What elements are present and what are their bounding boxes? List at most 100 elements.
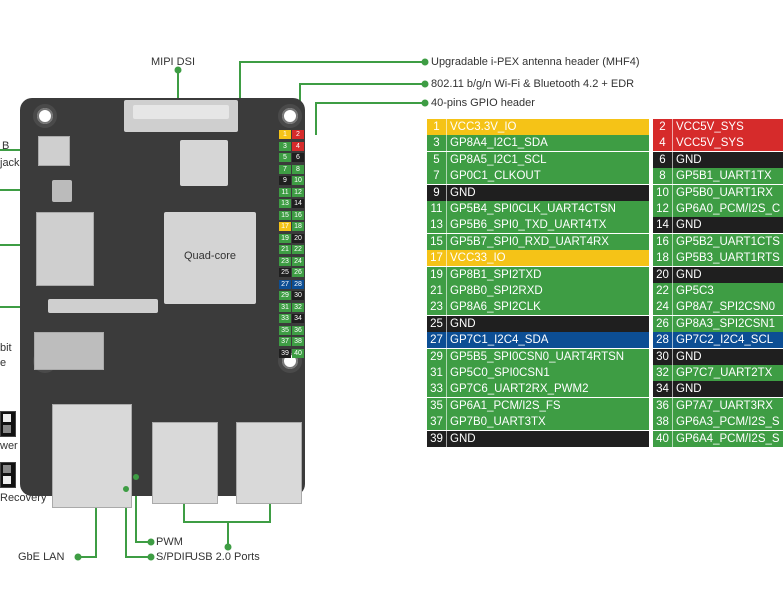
pin-number: 33 [430, 383, 443, 396]
pin-separator [672, 332, 673, 349]
gbe-lan-label: GbE LAN [18, 551, 65, 563]
wifi-module [180, 140, 228, 186]
pin-name: GP5B7_SPI0_RXD_UART4RX [450, 235, 609, 248]
jumper-header [52, 180, 72, 202]
spdif-pad [123, 486, 129, 492]
recovery-switch [0, 462, 16, 488]
header-pin: 5 [279, 153, 291, 162]
cpu-chip: Quad-core [164, 212, 256, 304]
pin-name: GND [450, 317, 476, 330]
header-pin: 37 [279, 337, 291, 346]
pin-name: GP8B0_SPI2RXD [450, 285, 543, 297]
header-pin: 17 [279, 222, 291, 231]
pin-number: 22 [656, 285, 669, 297]
mount-hole [278, 104, 302, 128]
pin-name: GP8B1_SPI2TXD [450, 268, 542, 281]
pin-number: 25 [430, 317, 443, 330]
pwm-label: PWM [156, 536, 183, 548]
pin-separator [446, 348, 447, 365]
pin-name: GP8A5_I2C1_SCL [450, 153, 547, 166]
header-pin: 27 [279, 279, 291, 289]
pin-name: GP5B4_SPI0CLK_UART4CTSN [450, 203, 616, 215]
pin-number: 5 [433, 153, 440, 166]
mipi-dsi-slot [133, 105, 229, 119]
pin-name: VCC3.3V_IO [450, 121, 517, 133]
pin-number: 6 [659, 153, 666, 166]
pin-name: GP5C0_SPI0CSN1 [450, 367, 550, 379]
pin-separator [446, 430, 447, 447]
header-pin: 11 [279, 187, 291, 197]
pin-number: 16 [656, 235, 669, 248]
pin-number: 40 [656, 432, 669, 445]
header-pin: 25 [279, 268, 291, 277]
pin-name: GND [676, 350, 702, 363]
pin-name: GND [450, 186, 476, 199]
pin-name: GP5B1_UART1TX [676, 170, 772, 183]
pin-name: GP5B0_UART1RX [676, 186, 773, 199]
pin-separator [446, 184, 447, 201]
pin-name: GP0C1_CLKOUT [450, 170, 541, 183]
pin-separator [446, 332, 447, 349]
header-pin: 15 [279, 210, 291, 220]
header-pin: 22 [292, 245, 304, 254]
pin-separator [672, 348, 673, 365]
pin-number: 35 [430, 399, 443, 412]
header-pin: 39 [279, 348, 291, 358]
spdif-label: S/PDIF [156, 551, 192, 563]
pin-separator [672, 365, 673, 381]
pin-number: 31 [430, 367, 443, 379]
header-pin: 9 [279, 176, 291, 185]
pin-cell: 5 GP8A5_I2C1_SCL [427, 151, 649, 168]
header-pin: 12 [292, 187, 304, 197]
pin-name: GND [450, 432, 476, 445]
header-pin: 18 [292, 222, 304, 231]
usb2-ports-label: USB 2.0 Ports [190, 551, 260, 563]
pin-name: GND [676, 219, 702, 232]
pin-number: 13 [430, 219, 443, 232]
pin-name: GP6A3_PCM/I2S_S [676, 416, 780, 429]
pin-separator [446, 315, 447, 332]
header-pin: 35 [279, 325, 291, 335]
pin-separator [446, 414, 447, 431]
pin-separator [446, 233, 447, 250]
cpu-label: Quad-core [184, 250, 236, 262]
pin-name: GP5B6_SPI0_TXD_UART4TX [450, 219, 607, 232]
header-pin: 40 [292, 348, 304, 358]
pin-number: 29 [430, 350, 443, 363]
pin-number: 4 [659, 137, 666, 150]
mount-hole [33, 104, 57, 128]
pin-name: GP7C6_UART2RX_PWM2 [450, 383, 589, 396]
pin-separator [672, 266, 673, 283]
pin-number: 20 [656, 268, 669, 281]
header-pin: 26 [292, 268, 304, 277]
pin-separator [672, 299, 673, 316]
pin-name: VCC33_IO [450, 252, 506, 265]
pin-cell: 25 GND [427, 315, 649, 332]
pin-name: VCC5V_SYS [676, 137, 744, 150]
pin-number: 28 [656, 334, 669, 347]
camera-connector [48, 299, 158, 313]
pin-name: GP6A0_PCM/I2S_C [676, 203, 781, 215]
pin-number: 39 [430, 432, 443, 445]
